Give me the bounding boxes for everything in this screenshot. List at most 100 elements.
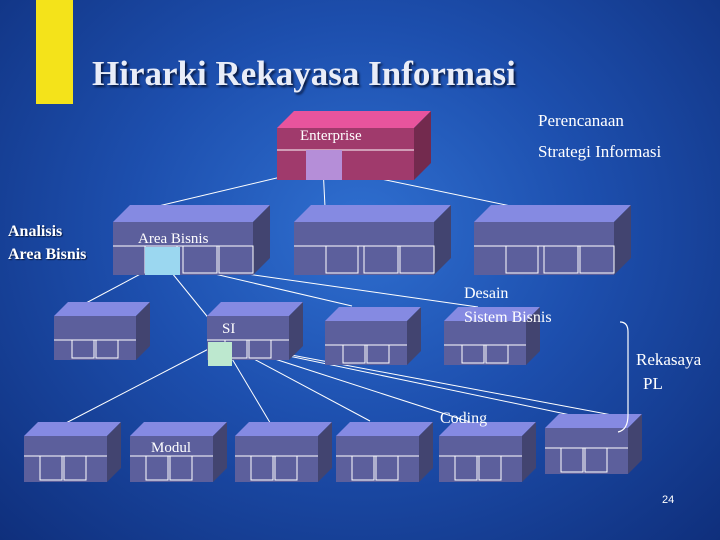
box-cell [399,245,435,274]
area-bisnis-box [474,205,631,275]
si-label: SI [222,321,236,337]
box-top [54,302,150,316]
box-cell [325,245,359,274]
box-top [545,414,642,428]
box-top [294,205,451,222]
box-top [207,302,303,316]
box-front [325,321,407,365]
box-top [277,111,431,128]
desain-label-line2: Sistem Bisnis [464,309,552,326]
box-top [474,205,631,222]
analisis-label-line1: Analisis [8,223,63,240]
box-front [130,436,213,482]
box-cell [363,245,399,274]
modul-box [235,422,332,482]
box-side [614,205,631,275]
area-bisnis-label: Area Bisnis [138,231,209,247]
box-side [526,307,540,365]
box-top [24,422,121,436]
box-cell [71,339,95,359]
box-cell [485,344,509,364]
box-cell [95,339,119,359]
modul-box [439,422,536,482]
box-top [235,422,332,436]
box-side [213,422,227,482]
box-side [136,302,150,360]
box-cell [375,455,399,481]
box-front [336,436,419,482]
si-box [207,302,303,360]
enterprise-highlight [306,150,342,180]
si-highlight [208,342,232,366]
box-top [325,307,421,321]
box-cell [560,447,584,473]
box-front [277,128,414,180]
box-cell [584,447,608,473]
desain-label-line1: Desain [464,285,509,302]
perencanaan-label-line2: Strategi Informasi [538,142,662,161]
box-front [439,436,522,482]
box-side [253,205,270,275]
box-top [439,422,536,436]
box-top [444,307,540,321]
box-side [434,205,451,275]
page-title: Hirarki Rekayasa Informasi [92,54,516,93]
modul-box [130,422,227,482]
box-front [54,316,136,360]
area-bisnis-highlight [145,247,180,275]
bracket-rekasaya [617,321,629,433]
box-front [545,428,628,474]
modul-box [545,414,642,474]
box-cell [351,455,375,481]
si-box [54,302,150,360]
modul-box [336,422,433,482]
box-cell [505,245,539,274]
box-front [235,436,318,482]
box-cell [454,455,478,481]
rekasaya-label-line1: Rekasaya [636,350,702,369]
coding-label: Coding [440,410,488,427]
si-box [325,307,421,365]
box-cell [218,245,254,274]
enterprise-label: Enterprise [300,128,362,144]
box-cell [169,455,193,481]
box-cell [543,245,579,274]
box-top [113,205,270,222]
modul-label: Modul [151,440,192,456]
box-side [107,422,121,482]
box-cell [478,455,502,481]
box-cell [461,344,485,364]
box-cell [366,344,390,364]
box-side [289,302,303,360]
box-side [522,422,536,482]
area-bisnis-box [294,205,451,275]
accent-bar [36,0,73,104]
box-cell [248,339,272,359]
box-top [130,422,227,436]
box-side [414,111,431,180]
box-top [336,422,433,436]
box-cell [63,455,87,481]
box-side [628,414,642,474]
box-side [407,307,421,365]
box-cell [39,455,63,481]
modul-box [24,422,121,482]
box-cell [145,455,169,481]
box-cell [250,455,274,481]
box-cell [274,455,298,481]
rekasaya-label-line2: PL [643,374,663,393]
analisis-label-line2: Area Bisnis [8,246,87,263]
box-side [419,422,433,482]
box-cell [579,245,615,274]
perencanaan-label-line1: Perencanaan [538,111,624,130]
box-front [24,436,107,482]
si-box [444,307,540,365]
box-cell [342,344,366,364]
enterprise-box [277,111,431,180]
connector-line [63,341,223,425]
box-front [444,321,526,365]
box-cell [182,245,218,274]
page-number: 24 [662,494,675,506]
